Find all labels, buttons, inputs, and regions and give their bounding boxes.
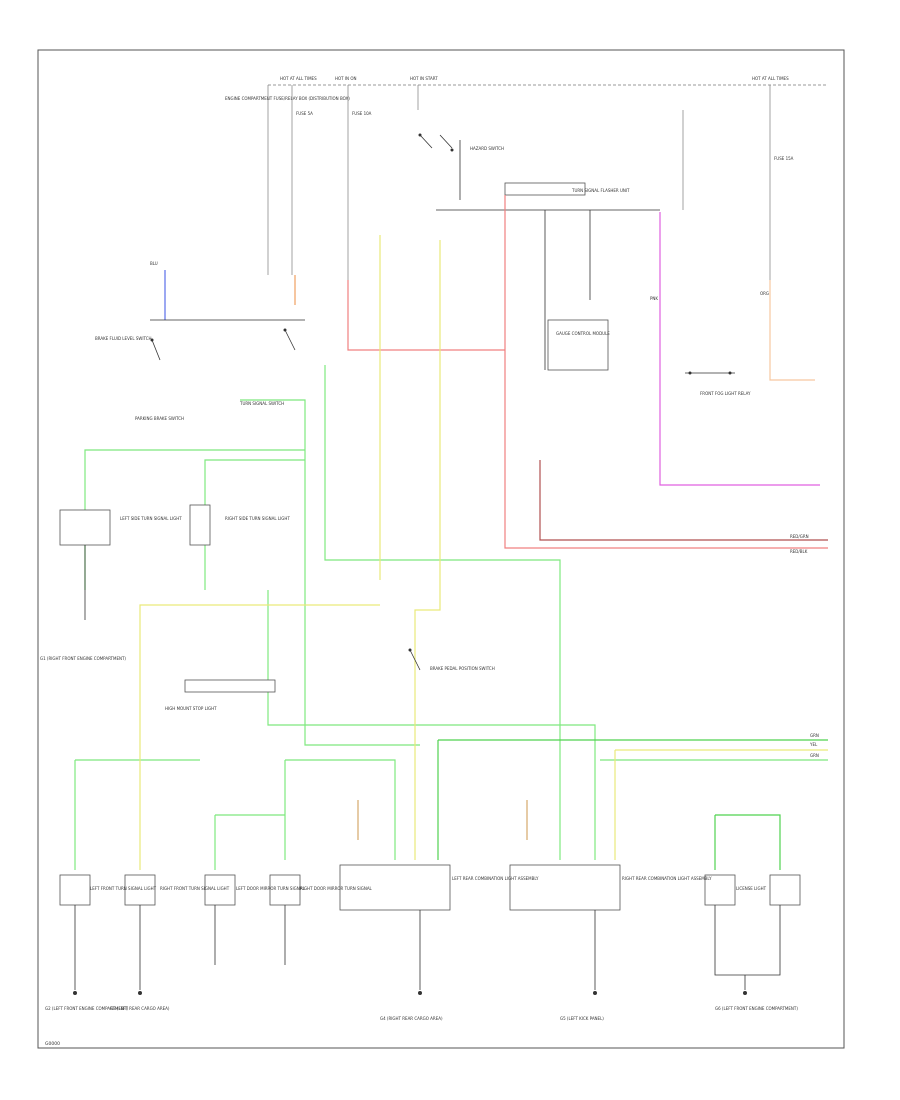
wire-org-label: ORG <box>760 291 769 296</box>
hazard-switch-label: HAZARD SWITCH <box>470 146 504 151</box>
bottom-lights <box>59 864 801 911</box>
turn-signal-switch <box>283 275 296 351</box>
right-front-turn-label: RIGHT FRONT TURN SIGNAL LIGHT <box>160 886 230 891</box>
wire-blu-label: BLU <box>150 261 158 266</box>
door-mirror-left-label: LEFT DOOR MIRROR TURN SIGNAL <box>236 886 305 891</box>
fuse-1-label: FUSE 5A <box>296 111 313 116</box>
door-mirror-right-label: RIGHT DOOR MIRROR TURN SIGNAL <box>300 886 373 891</box>
turn-signal-switch-label: TURN SIGNAL SWITCH <box>239 401 284 406</box>
right-rear-combo-label: RIGHT REAR COMBINATION LIGHT ASSEMBLY <box>622 876 712 881</box>
brake-switch <box>408 648 421 671</box>
yellow-wires <box>139 235 828 870</box>
wire-grn-label: GRN <box>810 733 819 738</box>
green-wires <box>74 365 828 870</box>
high-mount-stop-label: HIGH MOUNT STOP LIGHT <box>165 706 217 711</box>
pink-wires <box>347 195 828 549</box>
ground-g2-label: G2 (LEFT FRONT ENGINE COMPARTMENT) <box>45 1006 128 1011</box>
left-front-turn-label: LEFT FRONT TURN SIGNAL LIGHT <box>90 886 157 891</box>
brake-fluid-switch <box>150 338 161 361</box>
brake-switch-label: BRAKE PEDAL POSITION SWITCH <box>430 666 495 671</box>
hot-label-3: HOT IN START <box>410 76 438 81</box>
brake-fluid-switch-label: BRAKE FLUID LEVEL SWITCH <box>95 336 152 341</box>
hot-label-1: HOT AT ALL TIMES <box>280 76 317 81</box>
hot-label-4: HOT AT ALL TIMES <box>752 76 789 81</box>
fuse-drops <box>267 85 771 280</box>
flasher-unit-box <box>504 182 586 196</box>
wire-yel-label: YEL <box>809 742 818 747</box>
gauge-control-label: GAUGE CONTROL MODULE <box>556 331 610 336</box>
ground-symbols <box>73 905 781 995</box>
fuse-5-label: FUSE 15A <box>774 156 794 161</box>
figure-id: G0000 <box>45 1041 60 1047</box>
ground-g5-label: G5 (LEFT KICK PANEL) <box>560 1016 604 1021</box>
fuse-2-label: FUSE 10A <box>352 111 372 116</box>
left-side-turn-label: LEFT SIDE TURN SIGNAL LIGHT <box>120 516 182 521</box>
diagram-frame <box>37 49 845 1049</box>
ground-g6-label: G6 (LEFT FRONT ENGINE COMPARTMENT) <box>715 1006 798 1011</box>
front-fog-relay <box>685 371 735 375</box>
ground-g3-label: G3 (LEFT REAR CARGO AREA) <box>110 1006 170 1011</box>
high-mount-stop-box <box>184 679 276 693</box>
magenta-wire <box>659 212 820 486</box>
wire-red-grn-label: RED/GRN <box>790 534 809 539</box>
ground-g1-label: G1 (RIGHT FRONT ENGINE COMPARTMENT) <box>40 656 126 661</box>
engine-fuse-block-label: ENGINE COMPARTMENT FUSE/RELAY BOX (DISTR… <box>225 96 350 101</box>
gauge-control-box <box>547 319 609 371</box>
hot-label-2: HOT IN ON <box>335 76 356 81</box>
left-rear-combo-label: LEFT REAR COMBINATION LIGHT ASSEMBLY <box>452 876 539 881</box>
flasher-unit-label: TURN SIGNAL FLASHER UNIT <box>571 188 630 193</box>
right-side-turn-label: RIGHT SIDE TURN SIGNAL LIGHT <box>225 516 290 521</box>
ground-g4-label: G4 (RIGHT REAR CARGO AREA) <box>380 1016 443 1021</box>
wire-red-blk-label: RED/BLK <box>790 549 808 554</box>
front-fog-relay-label: FRONT FOG LIGHT RELAY <box>700 391 751 396</box>
hazard-switch <box>418 133 461 200</box>
parking-brake-label: PARKING BRAKE SWITCH <box>135 416 184 421</box>
license-light-label: LICENSE LIGHT <box>736 886 767 891</box>
peach-wire <box>769 280 815 381</box>
wire-grn2-label: GRN <box>810 753 819 758</box>
left-dual-lights <box>59 504 211 620</box>
wire-pnk-label: PNK <box>650 296 658 301</box>
